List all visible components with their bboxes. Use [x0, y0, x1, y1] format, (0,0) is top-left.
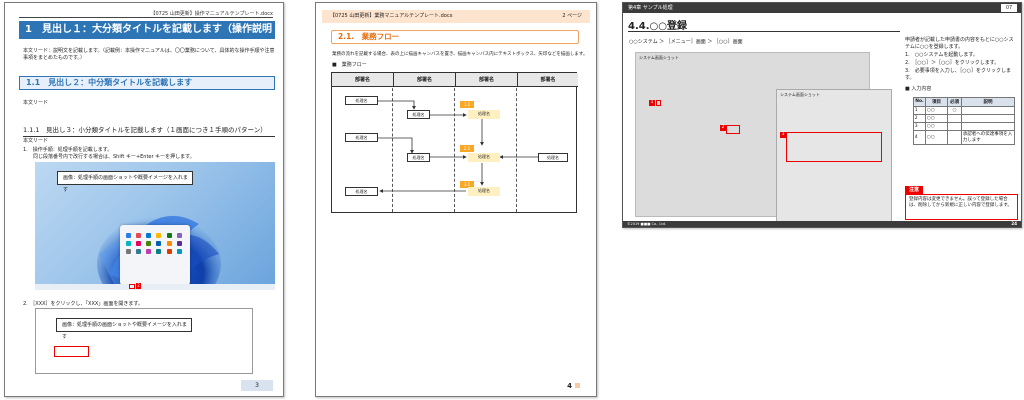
- instruction-step: 2. ［○○］＞［○○］をクリックします。: [905, 60, 1000, 66]
- step-1-text: 1. 操作手順：処理手順を記載します。: [23, 147, 113, 153]
- document-page-1: 【0725 山田更新】操作マニュアルテンプレート.docx 1 見出し１：大分類…: [4, 2, 284, 397]
- process-node: 処理名: [468, 110, 500, 119]
- slide-title: 4.4.○○登録: [628, 21, 687, 32]
- highlight-box: [726, 125, 740, 134]
- lead-text: 本文リード: [23, 100, 49, 106]
- instructions-panel: 申請者が記載した申請書の内容をもとに○○システムに○○を登録します。 1. ○○…: [905, 37, 1017, 93]
- instructions-intro: 申請者が記載した申請書の内容をもとに○○システムに○○を登録します。: [905, 37, 1014, 50]
- taskbar: 2: [35, 283, 275, 290]
- heading-2: 2.1. 業務フロー: [331, 30, 579, 44]
- instruction-step: 1. ○○システムを起動します。: [905, 52, 978, 58]
- step-1: 1. 操作手順：処理手順を記載します。 同じ段落番号内で改行する場合は、Shif…: [23, 147, 195, 161]
- process-node: 処理名: [345, 96, 378, 105]
- swimlane-2: [393, 73, 455, 212]
- highlight-box: [129, 284, 135, 289]
- process-node: 処理名: [538, 153, 568, 162]
- table-row: 3○○: [913, 121, 1015, 131]
- table-row: 1○○○: [913, 105, 1015, 115]
- input-items-table: No. 項目 必須 説明 1○○○ 2○○ 3○○ 4○○承認者への伝達事項を入…: [913, 97, 1015, 146]
- slide-topbar: 第4章 サンプル処理 07: [623, 3, 1021, 13]
- bullet-heading: ■ 業務フロー: [332, 62, 367, 68]
- system-screenshot-2: システム画面ショット 3: [776, 89, 892, 224]
- process-node: 処理名: [345, 133, 378, 142]
- image-caption: 画像：処理手順の画面ショットや概要イメージを入れます: [57, 171, 193, 193]
- heading-1: 1 見出し１：大分類タイトルを記載します（操作説明の例）: [19, 21, 275, 53]
- lead-text: 本文リード: [23, 138, 49, 144]
- slide-number-badge: 07: [1001, 4, 1017, 12]
- table-header: 必須: [947, 97, 962, 107]
- highlight-box: [786, 132, 882, 162]
- step-badge: 2: [136, 283, 141, 289]
- column-header: 部署名: [393, 73, 455, 87]
- step-1-subtext: 同じ段落番号内で改行する場合は、Shift キー+Enter キーを押します。: [33, 154, 195, 160]
- header-page: 2 ページ: [562, 13, 582, 19]
- column-header: 部署名: [332, 73, 393, 87]
- process-node: 処理名: [407, 153, 430, 162]
- intro-text: 本文リード：説明文を記載します。（記載例：本操作マニュアルは、〇〇業務について、…: [23, 48, 275, 61]
- heading-3: 1.1.1 見出し３：小分類タイトルを記載します（１画面につき１手順のパターン）: [23, 124, 275, 137]
- section-heading: ■ 入力内容: [905, 86, 932, 92]
- business-flow-diagram: 部署名 部署名 部署名 部署名 処理名 処理名 1.1 処理名 処理名 処理名 …: [331, 72, 578, 213]
- table-header: No.: [913, 97, 926, 107]
- screenshot-image: 画像：処理手順の画面ショットや概要イメージを入れます 2: [35, 162, 275, 290]
- table-header: 項目: [925, 97, 948, 107]
- slide-page: 第4章 サンプル処理 07 4.4.○○登録 ○○システム ＞ ［メニュー］画面…: [622, 2, 1022, 228]
- marker-2: 2: [720, 125, 726, 131]
- highlight-box: [54, 346, 89, 357]
- document-page-2: 【0725 山田更新】業務マニュアルテンプレート.docx 2 ページ 2.1.…: [315, 2, 597, 397]
- title-rule: [628, 31, 900, 32]
- page-number-marker: [575, 383, 580, 388]
- copyright-text: ©2019 ■■■ Co., Ltd.: [627, 222, 667, 226]
- process-node: 処理名: [345, 187, 378, 196]
- step-2-text: 2. ［XXX］をクリックし、「XXX」画面を開きます。: [23, 301, 143, 307]
- process-node: 処理名: [407, 110, 430, 119]
- heading-2: 1.1 見出し２：中分類タイトルを記載します: [19, 76, 275, 90]
- page-header: 【0725 山田更新】業務マニュアルテンプレート.docx 2 ページ: [322, 10, 590, 23]
- instruction-step: 3. 必要事項を入力し、［○○］をクリックします。: [905, 68, 1011, 81]
- breadcrumb: ○○システム ＞ ［メニュー］画面 ＞ ［○○］画面: [629, 39, 743, 45]
- swimlane-1: [332, 73, 393, 212]
- process-tag: 1.1: [460, 101, 474, 108]
- process-tag: 2.1: [460, 145, 474, 152]
- column-header: 部署名: [517, 73, 578, 87]
- flow-arrows: [378, 100, 538, 193]
- process-node: 処理名: [468, 153, 500, 162]
- page-number: 24: [1011, 221, 1017, 226]
- start-menu-graphic: [120, 225, 190, 285]
- page-number: 3: [241, 380, 273, 391]
- table-row: 4○○承認者への伝達事項を入力します: [913, 129, 1015, 146]
- header-rule: [19, 17, 273, 18]
- screenshot-label: システム画面ショット: [639, 55, 679, 60]
- caution-note: 登録内容は変更できません。誤って登録した場合は、削除してから新規に正しい内容で登…: [905, 194, 1018, 220]
- process-tag: 3.1: [460, 181, 474, 188]
- table-row: 2○○: [913, 113, 1015, 123]
- page-header: 【0725 山田更新】操作マニュアルテンプレート.docx: [150, 11, 273, 17]
- header-filename: 【0725 山田更新】業務マニュアルテンプレート.docx: [330, 13, 453, 19]
- marker-1: 1: [649, 100, 655, 106]
- caution-tag: 注意: [905, 186, 923, 194]
- chapter-label: 第4章 サンプル処理: [628, 5, 673, 11]
- column-header: 部署名: [455, 73, 517, 87]
- process-node: 処理名: [468, 187, 500, 196]
- marker-3: 3: [780, 132, 786, 138]
- description-text: 業務の流れを記載する場合、表の上に描画キャンバスを置き、描画キャンバス内にテキス…: [332, 52, 588, 57]
- table-header: 説明: [961, 97, 1015, 107]
- screenshot-placeholder: 画像：処理手順の画面ショットや概要イメージを入れます: [35, 308, 253, 374]
- highlight-box: [656, 100, 661, 106]
- swimlane-3: [455, 73, 517, 212]
- screenshot-label: システム画面ショット: [780, 92, 820, 97]
- image-caption: 画像：処理手順の画面ショットや概要イメージを入れます: [56, 318, 192, 340]
- page-number: 4: [567, 382, 580, 390]
- slide-footer: ©2019 ■■■ Co., Ltd. 24: [623, 221, 1021, 227]
